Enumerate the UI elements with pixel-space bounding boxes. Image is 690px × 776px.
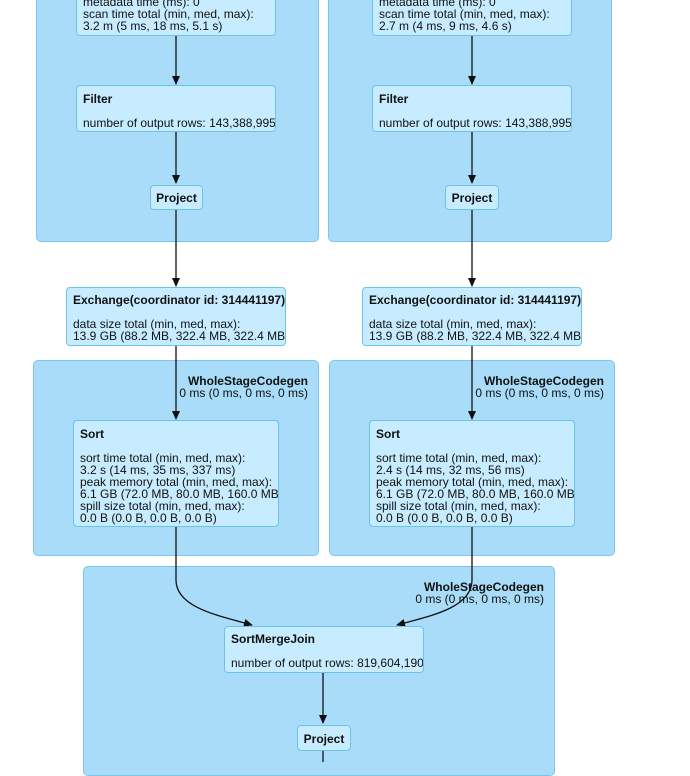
filter-node-left[interactable]: Filter number of output rows: 143,388,99… (76, 85, 276, 132)
sortmergejoin-node[interactable]: SortMergeJoin number of output rows: 819… (224, 626, 424, 673)
exchange-node-right[interactable]: Exchange(coordinator id: 314441197) data… (362, 287, 582, 346)
metric-line: sort time total (min, med, max): (376, 451, 542, 465)
edge-sort-smj-left (175, 527, 253, 627)
metric-line: 2.4 s (14 ms, 32 ms, 56 ms) (376, 463, 525, 477)
node-title: Project (303, 732, 345, 746)
scan-node-left[interactable]: metadata time (ms): 0 scan time total (m… (76, 0, 276, 36)
filter-node-right[interactable]: Filter number of output rows: 143,388,99… (372, 85, 572, 132)
node-title: Project (156, 191, 197, 205)
cluster-title: WholeStageCodegen (423, 580, 544, 594)
cluster-time: 0 ms (0 ms, 0 ms, 0 ms) (179, 386, 308, 400)
node-title: Sort (80, 427, 104, 441)
metric-line: 6.1 GB (72.0 MB, 80.0 MB, 160.0 MB) (80, 487, 279, 501)
edge-sort-smj-right (396, 527, 473, 627)
node-title: Filter (379, 92, 409, 106)
metric-line: scan time total (min, med, max): (83, 7, 254, 21)
scan-node-right[interactable]: metadata time (ms): 0 scan time total (m… (372, 0, 572, 36)
metric-line: 0.0 B (0.0 B, 0.0 B, 0.0 B) (376, 511, 513, 525)
metric-line: spill size total (min, med, max): (80, 499, 245, 513)
node-title: Filter (83, 92, 113, 106)
cluster-time: 0 ms (0 ms, 0 ms, 0 ms) (415, 592, 544, 606)
metric-line: peak memory total (min, med, max): (376, 475, 569, 489)
node-title: Project (451, 191, 493, 205)
metric-line: 13.9 GB (88.2 MB, 322.4 MB, 322.4 MB) (369, 329, 582, 343)
metric-line: number of output rows: 819,604,190 (231, 656, 424, 670)
cluster-label-left: WholeStageCodegen 0 ms (0 ms, 0 ms, 0 ms… (179, 375, 308, 399)
project-node-left[interactable]: Project (150, 185, 203, 210)
metric-line: sort time total (min, med, max): (80, 451, 246, 465)
metric-line: 3.2 s (14 ms, 35 ms, 337 ms) (80, 463, 236, 477)
cluster-label-bottom: WholeStageCodegen 0 ms (0 ms, 0 ms, 0 ms… (415, 581, 544, 605)
metric-line: 6.1 GB (72.0 MB, 80.0 MB, 160.0 MB) (376, 487, 575, 501)
metric-line: number of output rows: 143,388,995 (379, 116, 572, 130)
node-title: SortMergeJoin (231, 632, 316, 646)
project-node-right[interactable]: Project (445, 185, 499, 210)
sort-node-left[interactable]: Sort sort time total (min, med, max): 3.… (73, 420, 279, 527)
metric-line: data size total (min, med, max): (369, 317, 537, 331)
metric-line: 2.7 m (4 ms, 9 ms, 4.6 s) (379, 19, 512, 33)
cluster-label-right: WholeStageCodegen 0 ms (0 ms, 0 ms, 0 ms… (475, 375, 604, 399)
sort-node-right[interactable]: Sort sort time total (min, med, max): 2.… (369, 420, 575, 527)
metric-line: peak memory total (min, med, max): (80, 475, 273, 489)
cluster-title: WholeStageCodegen (187, 374, 308, 388)
metric-line: number of output rows: 143,388,995 (83, 116, 276, 130)
cluster-time: 0 ms (0 ms, 0 ms, 0 ms) (475, 386, 604, 400)
metric-line: data size total (min, med, max): (73, 317, 241, 331)
exchange-node-left[interactable]: Exchange(coordinator id: 314441197) data… (66, 287, 286, 346)
node-title: Sort (376, 427, 400, 441)
metric-line: scan time total (min, med, max): (379, 7, 550, 21)
node-title: Exchange(coordinator id: 314441197) (369, 293, 582, 307)
metric-line: spill size total (min, med, max): (376, 499, 541, 513)
metric-line: metadata time (ms): 0 (83, 0, 200, 9)
metric-line: 3.2 m (5 ms, 18 ms, 5.1 s) (83, 19, 223, 33)
project-node-bottom[interactable]: Project (297, 725, 351, 751)
node-title: Exchange(coordinator id: 314441197) (73, 293, 286, 307)
cluster-title: WholeStageCodegen (483, 374, 604, 388)
metric-line: 13.9 GB (88.2 MB, 322.4 MB, 322.4 MB) (73, 329, 286, 343)
metric-line: metadata time (ms): 0 (379, 0, 496, 9)
metric-line: 0.0 B (0.0 B, 0.0 B, 0.0 B) (80, 511, 217, 525)
